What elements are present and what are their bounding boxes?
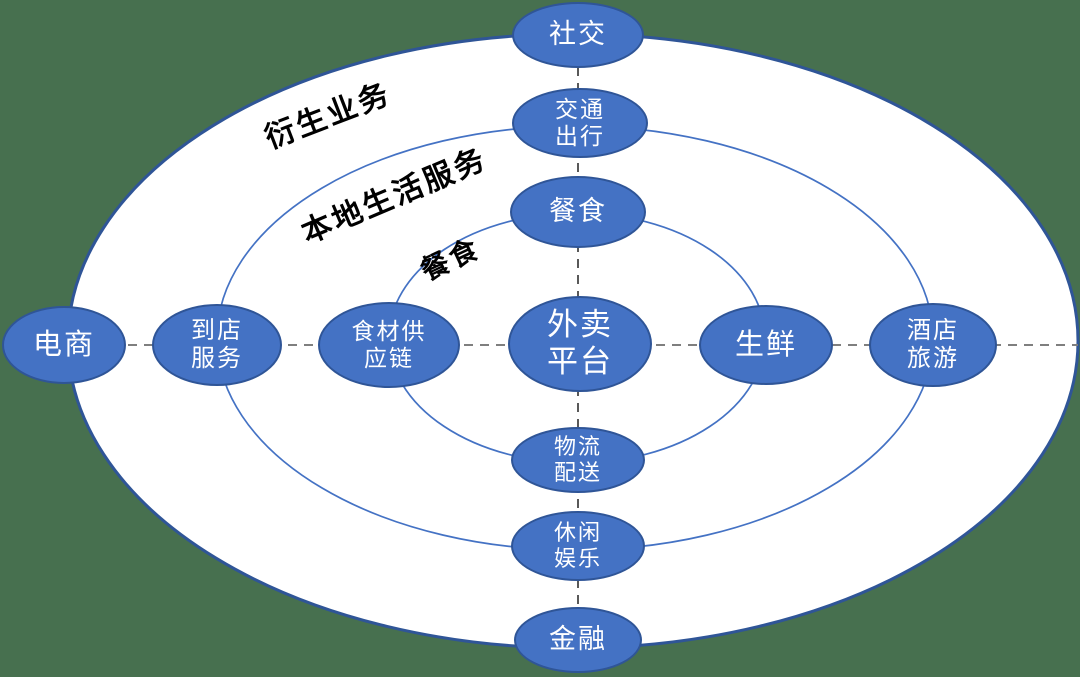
- node-finance-label: 金融: [549, 624, 607, 655]
- node-in-store-service-label-line2: 服务: [191, 345, 243, 372]
- node-ecommerce-label: 电商: [32, 328, 95, 361]
- node-fresh-food: 生鲜: [699, 305, 833, 385]
- node-ingredient-supply-chain-label-line1: 食材供: [351, 317, 427, 344]
- node-finance: 金融: [514, 607, 642, 673]
- node-logistics-delivery: 物流 配送: [511, 427, 645, 493]
- node-transportation: 交通 出行: [512, 88, 648, 158]
- node-meals: 餐食: [510, 176, 646, 248]
- node-logistics-delivery-label-line1: 物流: [553, 434, 602, 460]
- node-ingredient-supply-chain: 食材供 应链: [318, 302, 460, 388]
- node-social-label: 社交: [549, 19, 607, 50]
- node-logistics-delivery-label-line2: 配送: [553, 460, 602, 485]
- node-leisure-entertainment-label-line2: 娱乐: [553, 546, 602, 571]
- node-leisure-entertainment-label-line1: 休闲: [553, 520, 602, 546]
- node-meals-label: 餐食: [549, 196, 607, 227]
- node-hotel-travel-label-line2: 旅游: [907, 345, 959, 372]
- node-in-store-service-label-line1: 到店: [191, 316, 243, 344]
- node-hotel-travel: 酒店 旅游: [869, 303, 997, 387]
- node-leisure-entertainment: 休闲 娱乐: [511, 511, 645, 581]
- node-in-store-service: 到店 服务: [152, 304, 282, 386]
- node-delivery-platform-label-line1: 外卖: [547, 307, 613, 343]
- node-delivery-platform: 外卖 平台: [508, 296, 652, 392]
- node-social: 社交: [512, 2, 644, 68]
- node-transportation-label-line1: 交通: [555, 95, 605, 122]
- node-ecommerce: 电商: [2, 306, 126, 384]
- node-ingredient-supply-chain-label-line2: 应链: [364, 345, 414, 371]
- node-fresh-food-label: 生鲜: [734, 328, 797, 361]
- node-transportation-label-line2: 出行: [555, 123, 605, 149]
- node-hotel-travel-label-line1: 酒店: [907, 316, 959, 344]
- node-delivery-platform-label-line2: 平台: [547, 344, 613, 379]
